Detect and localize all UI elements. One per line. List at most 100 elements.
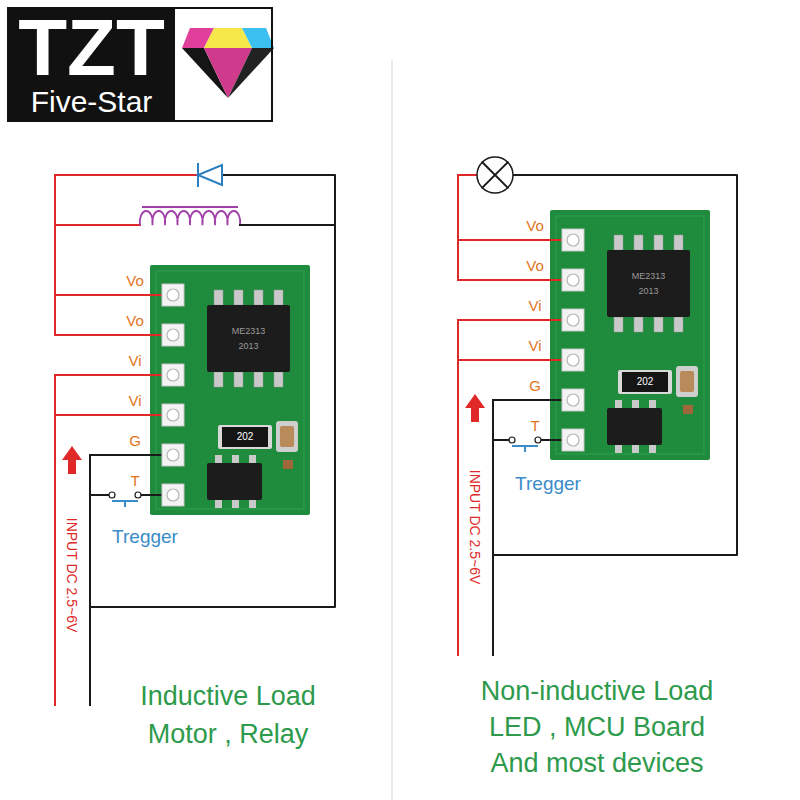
chip-lead [215,500,222,508]
chip-lead [214,372,223,387]
black-wire [90,175,335,607]
chip-marking: ME2313 [632,271,666,281]
pin-label: Vo [126,272,144,289]
pin-pad [162,484,184,506]
black-wire [493,175,737,555]
logo-border [8,8,272,121]
pcb-trace-outline [156,271,304,509]
pin-pad [562,349,584,371]
diode-bar [197,164,199,186]
red-wire [55,174,198,176]
capacitor-body [680,371,694,392]
pin-label: Vo [526,217,544,234]
diode-symbol [198,165,222,185]
pin-hole [567,434,579,446]
red-wire [55,414,173,416]
capacitor-pad [276,421,298,452]
switch-label: Tregger [515,473,581,495]
pin-pad [562,309,584,331]
pin-label: Vi [528,337,541,354]
chip-lead [234,372,243,387]
pin-label: G [129,432,141,449]
red-wire [458,279,573,281]
red-wire [55,224,140,226]
pin-hole [167,449,179,461]
input-arrow [465,394,485,422]
capacitor-body [280,426,294,447]
chip-lead [214,290,223,305]
inductor-core [143,206,237,208]
red-wire [55,334,173,336]
chip-lead [614,235,623,250]
brand-name: TZT [18,11,165,85]
red-wire [55,294,173,296]
pin-pad [162,444,184,466]
chip-lead [234,290,243,305]
red-wire [458,359,573,361]
caption-line: LED , MCU Board [489,712,705,743]
switch-contact [535,437,541,443]
red-wire [54,175,56,335]
resistor-body [622,372,668,392]
chip-lead [615,400,622,408]
inductor-coil [140,211,241,225]
chip-marking: 2013 [638,286,658,296]
lamp-symbol [477,157,513,193]
pin-pad [562,229,584,251]
chip-lead [654,235,663,250]
pin-label: Vo [126,312,144,329]
pin-hole [167,329,179,341]
pin-label: G [529,377,541,394]
resistor-code: 202 [637,376,654,388]
pin-pad [162,324,184,346]
pin-label: Vo [526,257,544,274]
chip-marking: 2013 [238,341,258,351]
chip-lead [232,500,239,508]
pin-hole [567,394,579,406]
lamp-cross [482,162,507,187]
pin-pad [562,389,584,411]
input-voltage-label: INPUT DC 2.5~6V [64,518,80,633]
pcb-board [550,210,710,460]
chip-lead [215,455,222,463]
diamond-icon [182,28,274,98]
chip-lead [615,445,622,453]
pin-hole [167,289,179,301]
pin-label: Vi [528,297,541,314]
pin-hole [167,489,179,501]
input-voltage-label: INPUT DC 2.5~6V [467,470,483,585]
black-wire [493,399,573,401]
chip-lead [649,400,656,408]
resistor-body [222,427,268,447]
pin-pad [562,429,584,451]
pin-label: T [130,472,139,489]
black-wire [90,454,173,456]
black-wire [493,439,509,441]
resistor-pad [618,370,672,394]
pin-hole [167,409,179,421]
brand-subtitle: Five-Star [31,85,153,118]
red-wire [457,175,459,280]
chip-lead [254,290,263,305]
pin-hole [567,314,579,326]
pin-label: T [530,417,539,434]
black-wire [240,224,335,226]
circuit-panel [55,164,335,705]
chip-lead [614,317,623,332]
pin-pad [162,404,184,426]
brand-logo-box: TZTFive-Star [8,8,175,121]
caption-line: Inductive Load [140,681,316,712]
chip-lead [654,317,663,332]
pcb-board [150,265,310,515]
chip-lead [632,400,639,408]
control-chip [607,408,662,445]
chip-lead [232,455,239,463]
red-wire [55,374,173,376]
chip-lead [249,455,256,463]
red-wire [54,375,56,705]
pin-label: Vi [128,392,141,409]
black-wire [492,400,494,655]
mosfet-chip [207,305,290,372]
